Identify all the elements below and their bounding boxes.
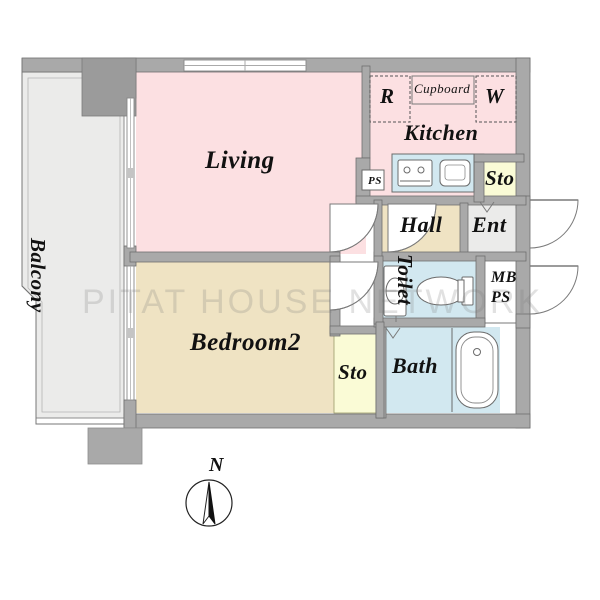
wall-living-kitchen-upper [361,65,371,159]
refrigerator-icon [369,75,411,123]
wall-hall-toilet [373,251,527,262]
compass-icon [185,479,233,527]
cupboard-box [411,75,475,105]
wall-mbps-corner [515,313,531,329]
door-entrance [529,199,579,249]
door-bath [385,327,401,339]
wall-bath-left [375,321,385,419]
door-mbps [529,265,579,315]
door-hall-leaf [387,203,437,253]
window-bedroom-left [126,265,135,401]
wall-kitchen-hall [355,195,527,206]
wall-hall-ent [459,202,469,257]
door-sto-kitchen [479,201,495,213]
bathtub-icon [451,328,499,412]
wall-balcony-bottom [123,399,137,429]
room-bedroom2 [136,258,334,413]
wall-living-bedroom [129,251,341,263]
door-bedroom-hall [329,261,379,311]
room-ent [466,203,523,256]
structure-block-bottom [87,427,143,465]
balcony-outline [21,72,124,425]
pipe-shaft-box [361,169,385,191]
washbasin-icon [383,265,407,317]
wall-right-upper [515,57,531,209]
window-living-left [126,97,135,249]
room-sto-kitchen [479,159,523,203]
wc-icon [416,276,474,306]
washer-icon [475,75,517,123]
wall-toilet-bottom [373,317,486,328]
door-living-hall [329,203,379,253]
wall-right-lower [515,195,531,429]
wall-sto-kitchen-top [473,153,525,163]
window-living-top [183,59,307,72]
kitchen-counter [391,153,475,193]
room-balcony [21,71,125,419]
wall-bottom [123,413,531,429]
wall-toilet-right [475,255,486,325]
room-sto-bedroom [333,329,381,414]
room-living [136,72,366,254]
